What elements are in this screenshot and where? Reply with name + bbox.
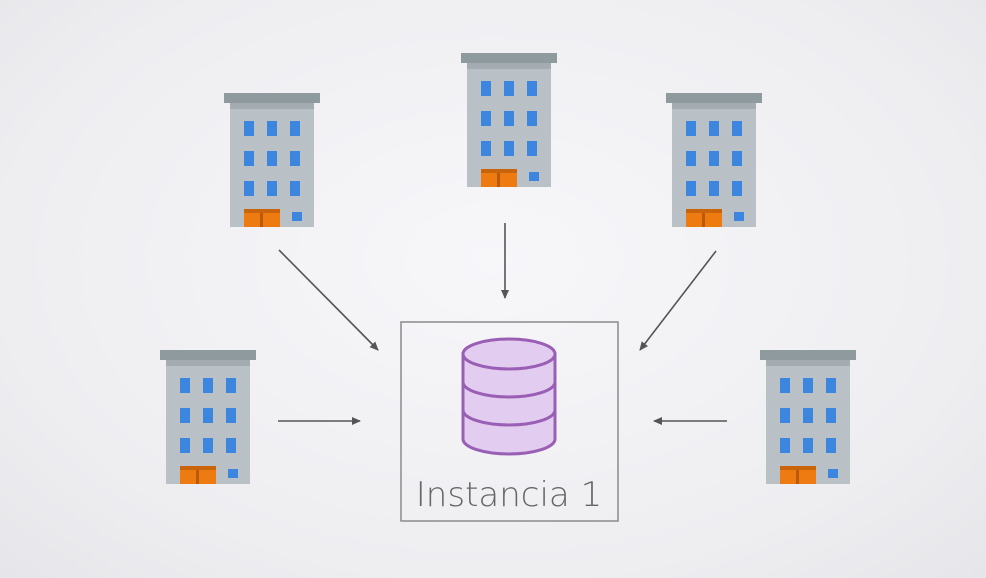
instance-box (400, 321, 619, 522)
office-building-icon (760, 350, 856, 484)
instance-label: Instancia 1 (416, 475, 602, 515)
arrow-top-left (278, 249, 379, 351)
office-building-icon (160, 350, 256, 484)
database-icon (461, 337, 557, 456)
arrow-top-right (639, 250, 717, 351)
office-building-icon (666, 93, 762, 227)
office-building-icon (224, 93, 320, 227)
office-building-icon (461, 53, 557, 187)
